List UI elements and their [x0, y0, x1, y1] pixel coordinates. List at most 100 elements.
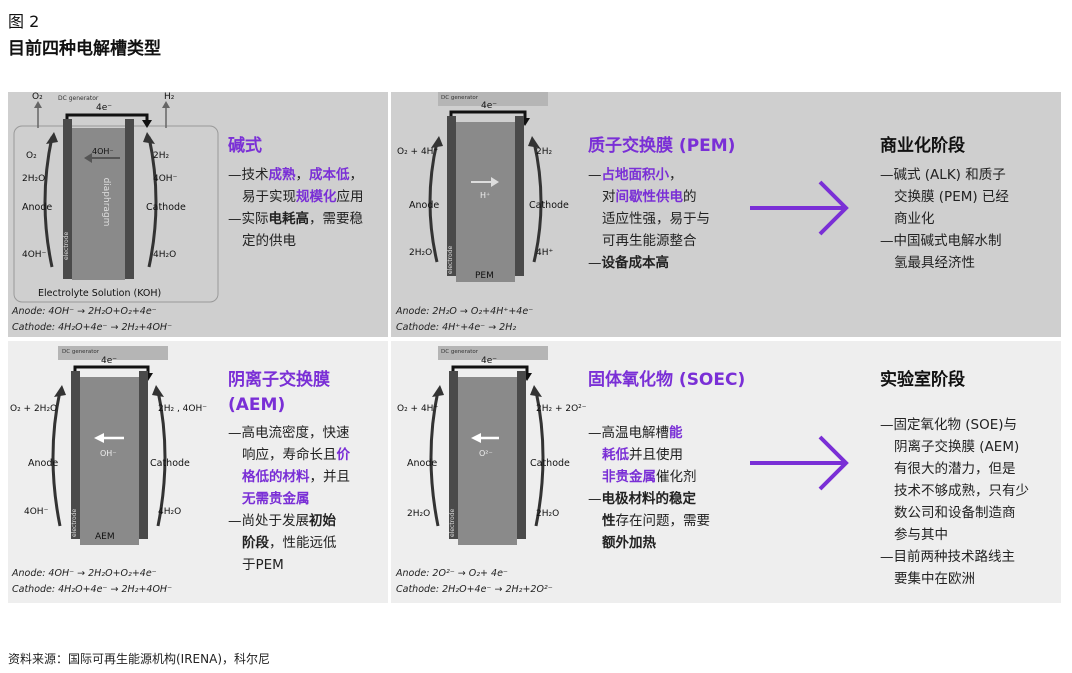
pem-anode-label: Anode	[409, 200, 439, 211]
pem-membrane-label: PEM	[475, 271, 494, 281]
soec-cathode-flow-arrow	[534, 390, 545, 527]
pem-membrane	[456, 122, 515, 282]
soec-current-label: 4e⁻	[481, 356, 497, 366]
alk-circuit-wire	[65, 113, 149, 122]
alk-left-bottom-label: 4OH⁻	[22, 250, 47, 260]
soec-anode-flow-arrow	[429, 390, 440, 527]
soec-electrode-label: electrode	[449, 508, 456, 537]
aem-bullet-line: 阶段，性能远低	[242, 535, 337, 551]
soec-anode-label: Anode	[407, 458, 437, 469]
alk-right-ion-label: 4OH⁻	[153, 174, 178, 184]
soec-right-bottom-label: 2H₂O	[536, 509, 559, 519]
lab-arrow-icon	[750, 435, 849, 491]
soec-cathode-flow-head-icon	[530, 385, 542, 397]
aem-membrane-label: AEM	[95, 532, 115, 542]
soec-bullets: —高温电解槽能 耗低并且使用 非贵金属催化剂 —电极材料的稳定 性存在问题，需要…	[588, 422, 710, 554]
aem-diagram: DC generator 4e⁻ OH⁻ AEM electrode O₂ + …	[10, 346, 207, 545]
aem-title: 阴离子交换膜 (AEM)	[228, 368, 330, 418]
aem-membrane	[80, 377, 139, 545]
alk-bullet-line: 定的供电	[242, 233, 296, 249]
aem-bullet-line: —尚处于发展初始	[228, 513, 336, 529]
soec-bullet-line: 非贵金属催化剂	[602, 469, 697, 485]
source-note: 资料来源：国际可再生能源机构(IRENA)，科尔尼	[8, 652, 271, 666]
alk-middle-ion-label: 4OH⁻	[92, 147, 114, 156]
aem-cathode-electrode	[139, 371, 148, 539]
pem-cathode-label: Cathode	[529, 200, 569, 211]
pem-circuit-wire	[449, 110, 527, 120]
alk-h2-outlet-head-icon	[162, 101, 170, 108]
aem-bullet-line: 响应，寿命长且价	[242, 447, 350, 463]
alk-anode-equation: Anode: 4OH⁻ → 2H₂O+O₂+4e⁻	[12, 306, 157, 317]
lab-bullet-line: 技术不够成熟，只有少	[894, 483, 1029, 499]
soec-cathode-label: Cathode	[530, 458, 570, 469]
pem-bullet-line: 对间歇性供电的	[602, 189, 697, 205]
aem-bullets: —高电流密度，快速 响应，寿命长且价 格低的材料，并且 无需贵金属 —尚处于发展…	[228, 422, 350, 576]
pem-middle-ion-label: H⁺	[480, 191, 490, 200]
commercial-bullet-line: —碱式 (ALK) 和质子	[880, 167, 1006, 183]
alk-left-water-label: 2H₂O	[22, 174, 45, 184]
alk-anode-label: Anode	[22, 202, 52, 213]
pem-dc-generator-label: DC generator	[441, 95, 479, 101]
pem-cathode-flow-arrow	[532, 141, 543, 263]
alk-anode-electrode	[63, 119, 72, 279]
commercial-bullet-line: —中国碱式电解水制	[880, 233, 1002, 249]
aem-cathode-label: Cathode	[150, 458, 190, 469]
aem-bullet-line: 无需贵金属	[242, 491, 310, 507]
alk-cathode-equation: Cathode: 4H₂O+4e⁻ → 2H₂+4OH⁻	[12, 322, 173, 333]
aem-circuit-wire	[73, 365, 150, 375]
pem-dc-generator	[438, 92, 548, 106]
alk-tank	[13, 125, 219, 303]
pem-right-bottom-label: 4H⁺	[536, 248, 553, 258]
soec-left-top-label: O₂ + 4H⁺	[397, 404, 438, 414]
aem-bullet-line: 格低的材料，并且	[242, 469, 350, 485]
alk-anode-flow-arrow	[43, 136, 54, 268]
commercial-arrow-icon	[750, 180, 849, 236]
pem-ion-arrow-head-icon	[491, 177, 499, 187]
soec-ion-arrow-head-icon	[471, 433, 481, 443]
pem-anode-equation: Anode: 2H₂O → O₂+4H⁺+4e⁻	[396, 306, 534, 317]
pem-left-bottom-label: 2H₂O	[409, 248, 432, 258]
aem-left-bottom-label: 4OH⁻	[24, 507, 49, 517]
alk-ion-arrow-head-icon	[84, 153, 92, 163]
pem-anode-flow-arrow	[428, 141, 439, 263]
pem-current-label: 4e⁻	[481, 101, 497, 111]
alk-current-arrow-icon	[142, 120, 152, 128]
aem-right-top-label: 2H₂ , 4OH⁻	[158, 404, 207, 414]
soec-bullet-line: —高温电解槽能	[588, 425, 683, 441]
aem-title-line2: (AEM)	[228, 395, 286, 415]
pem-bullets: —占地面积小， 对间歇性供电的 适应性强，易于与 可再生能源整合 —设备成本高	[588, 164, 710, 274]
pem-left-top-label: O₂ + 4H⁺	[397, 147, 438, 157]
aem-left-top-label: O₂ + 2H₂O	[10, 404, 57, 414]
aem-bullet-line: 于PEM	[242, 557, 284, 573]
soec-bullet-line: 耗低并且使用	[602, 447, 683, 463]
soec-electrolyte	[458, 377, 517, 545]
pem-anode-flow-head-icon	[431, 136, 443, 148]
alk-diagram: DC generator 4e⁻ O₂ H₂ diaphragm electro…	[13, 92, 219, 303]
soec-bullet-line: —电极材料的稳定	[588, 491, 696, 507]
pem-bullet-line: —设备成本高	[588, 255, 669, 271]
soec-circuit-wire	[451, 365, 529, 375]
alk-anode-flow-head-icon	[46, 132, 58, 144]
aem-electrode-label: electrode	[71, 508, 78, 537]
alk-left-gas-label: O₂	[26, 151, 37, 161]
commercial-bullet-line: 氢最具经济性	[894, 255, 975, 271]
aem-cathode-flow-head-icon	[152, 385, 164, 397]
commercial-bullet-line: 交换膜 (PEM) 已经	[894, 189, 1009, 205]
commercial-bullets: —碱式 (ALK) 和质子 交换膜 (PEM) 已经 商业化 —中国碱式电解水制…	[880, 164, 1009, 274]
soec-bullet-line: 额外加热	[602, 535, 656, 551]
pem-title: 质子交换膜 (PEM)	[588, 136, 736, 156]
alk-cathode-flow-arrow	[147, 136, 158, 268]
soec-dc-generator	[438, 346, 548, 360]
aem-cathode-flow-arrow	[156, 390, 167, 527]
soec-title: 固体氧化物 (SOEC)	[588, 370, 746, 390]
pem-electrode-label: electrode	[447, 245, 454, 274]
commercial-title: 商业化阶段	[880, 136, 965, 156]
alk-bullet-line: —实际电耗高，需要稳	[228, 211, 363, 227]
lab-bullets: —固定氧化物 (SOE)与 阴离子交换膜 (AEM) 有很大的潜力，但是 技术不…	[880, 414, 1029, 590]
lab-bullet-line: 有很大的潜力，但是	[894, 461, 1016, 477]
aem-anode-equation: Anode: 4OH⁻ → 2H₂O+O₂+4e⁻	[12, 568, 157, 579]
pem-bullet-line: —占地面积小，	[588, 167, 683, 183]
alk-diaphragm	[72, 128, 125, 280]
soec-cathode-electrode	[517, 371, 526, 539]
alk-o2-top-label: O₂	[32, 92, 43, 102]
